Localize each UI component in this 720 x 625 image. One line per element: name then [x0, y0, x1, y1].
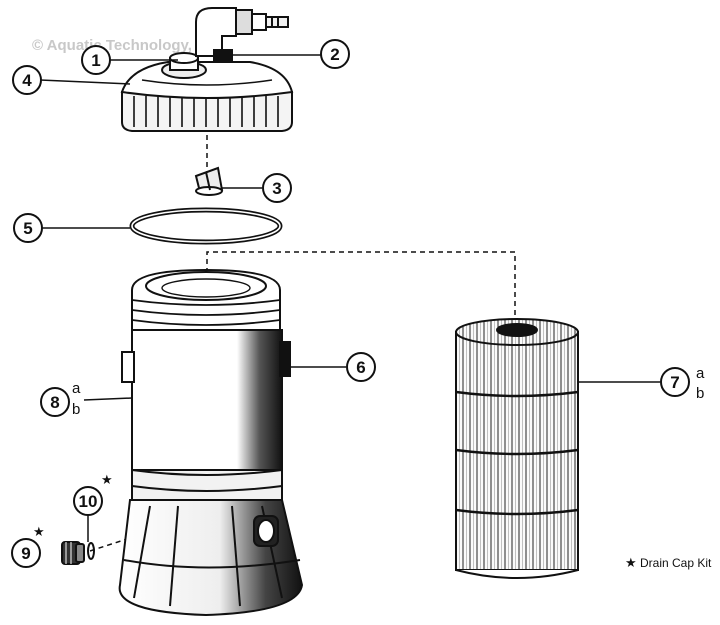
callout-9-star: ★: [33, 525, 45, 540]
elbow-fitting: [195, 7, 289, 63]
callout-8-sub-b: b: [72, 401, 80, 418]
drain-cap-kit-legend: ★ Drain Cap Kit: [625, 556, 712, 571]
callout-5: 5: [13, 213, 43, 243]
legend-label: Drain Cap Kit: [640, 556, 712, 570]
svg-text:5: 5: [23, 219, 32, 238]
lid-insert: [194, 166, 224, 196]
svg-text:6: 6: [356, 358, 365, 377]
callout-8-sub-a: a: [72, 380, 81, 397]
legend-star: ★: [625, 556, 637, 571]
filter-cartridge: [455, 318, 579, 579]
callout-8: 8 a b: [40, 380, 81, 418]
callout-4: 4: [12, 65, 42, 95]
callout-1: 1: [81, 45, 111, 75]
callout-10: 10 ★: [73, 473, 113, 516]
copyright-watermark: © Aquatic Technology, Inc.: [32, 37, 222, 54]
callout-6: 6: [346, 352, 376, 382]
svg-text:1: 1: [91, 51, 100, 70]
callout-2: 2: [320, 39, 350, 69]
callout-9: 9 ★: [11, 525, 45, 568]
tank-body: [118, 268, 304, 617]
drain-cap: [61, 541, 85, 565]
callout-7-sub-b: b: [696, 385, 704, 402]
tank-lid: [120, 52, 294, 132]
callout-10-star: ★: [101, 473, 113, 488]
callout-7: 7 a b: [660, 365, 705, 402]
svg-text:2: 2: [330, 45, 339, 64]
assembly-guide-lines: [89, 135, 516, 552]
callout-7-sub-a: a: [696, 365, 705, 382]
svg-text:9: 9: [21, 544, 30, 563]
callout-leader-lines: [39, 54, 660, 542]
callout-3: 3: [262, 173, 292, 203]
svg-text:8: 8: [50, 393, 59, 412]
svg-text:4: 4: [22, 71, 32, 90]
lid-o-ring: [129, 207, 283, 245]
drain-o-ring: [87, 542, 95, 560]
svg-text:10: 10: [79, 492, 98, 511]
svg-text:7: 7: [670, 373, 679, 392]
svg-text:3: 3: [272, 179, 281, 198]
